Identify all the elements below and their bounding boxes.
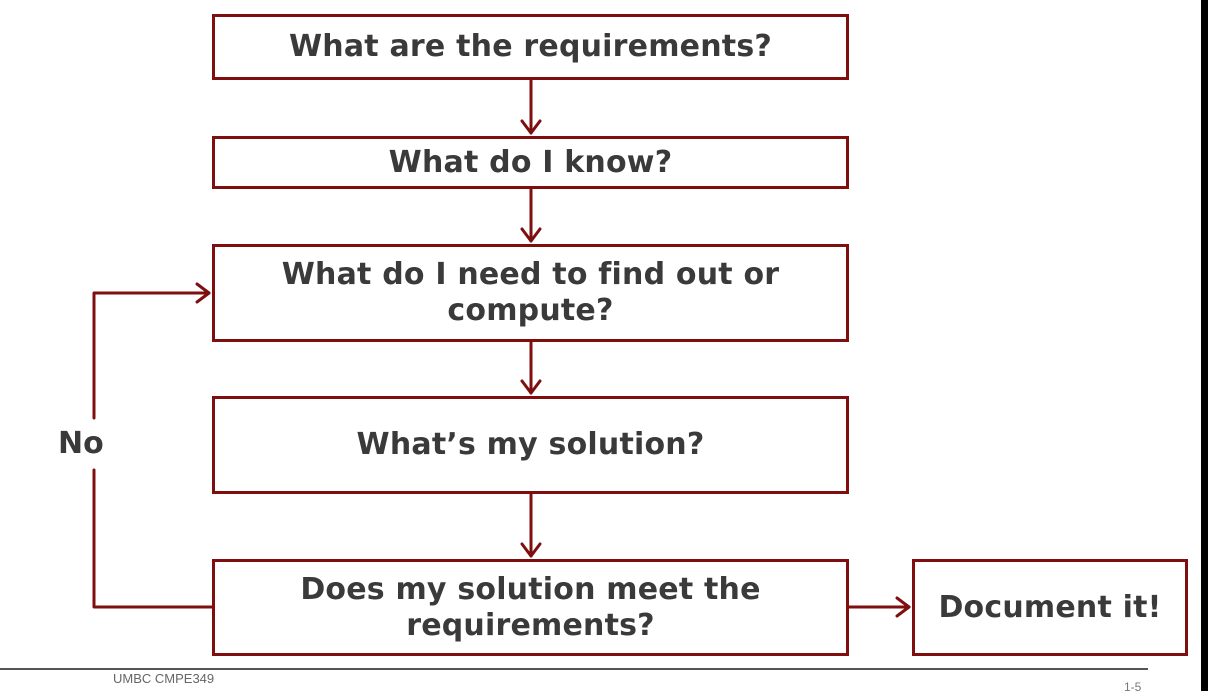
right-edge-bar (1201, 0, 1208, 691)
no-loop-label: No (58, 426, 104, 461)
box-solution-label: What’s my solution? (356, 427, 705, 462)
box-know-label: What do I know? (388, 144, 673, 180)
box-my-solution: What’s my solution? (212, 396, 849, 494)
footer-course: UMBC CMPE349 (113, 671, 215, 686)
box-document-it: Document it! (912, 559, 1188, 656)
arrowhead-document (895, 596, 911, 618)
box-what-do-i-know: What do I know? (212, 136, 849, 189)
box-requirements: What are the requirements? (212, 14, 849, 80)
arrowhead-find-out (520, 227, 542, 243)
arrowhead-no-loop (195, 282, 211, 304)
box-document-label: Document it! (938, 589, 1162, 625)
box-meet-line2: requirements? (406, 607, 655, 643)
box-find-out-line2: compute? (447, 293, 614, 328)
arrowhead-know (520, 119, 542, 135)
arrow-no-loop-upper (92, 291, 211, 420)
footer-rule (0, 668, 1148, 670)
arrowhead-meet (520, 542, 542, 558)
box-meet-requirements: Does my solution meet the requirements? (212, 559, 849, 656)
arrowhead-solution (520, 379, 542, 395)
box-find-out-or-compute: What do I need to find out or compute? (212, 244, 849, 342)
box-find-out-line1: What do I need to find out or (281, 257, 780, 292)
box-meet-line1: Does my solution meet the (300, 571, 761, 607)
arrow-no-loop-lower (92, 468, 214, 609)
page-number: 1-5 (1124, 680, 1142, 694)
box-requirements-label: What are the requirements? (289, 29, 772, 64)
